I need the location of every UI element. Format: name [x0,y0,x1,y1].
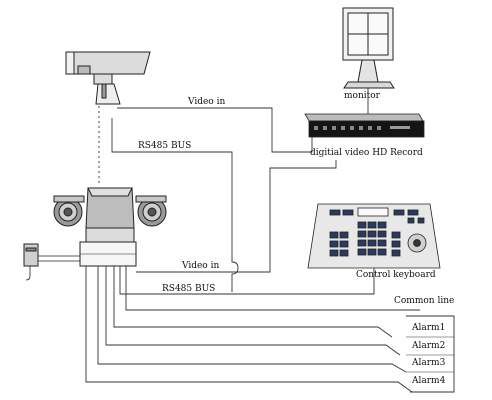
rs485-top-label: RS485 BUS [138,141,192,151]
alarm3-line [97,266,407,373]
video-in-top-line [117,107,313,153]
alarm1-label: Alarm1 [412,323,446,333]
dvr-label: digitial video HD Record [310,148,423,158]
ptz-camera-unit-icon [53,187,167,267]
alarm4-label: Alarm4 [412,376,446,386]
alarm3-label: Alarm3 [412,358,446,368]
power-adapter-icon [23,243,80,281]
alarm1-line [113,266,393,338]
alarm2-line [105,266,401,356]
common-line-label: Common line [394,296,455,306]
video-in-top-label: Video in [188,97,226,107]
rs485-top-line [111,118,239,292]
connection-lines [85,88,455,393]
video-in-bottom-line [136,160,337,273]
monitor-icon [342,7,395,89]
control-keyboard-label: Control keyboard [356,270,436,280]
common-line [125,266,420,311]
video-in-bottom-label: Video in [182,261,220,271]
alarm-terminal-bracket [406,315,455,393]
rs485-bottom-label: RS485 BUS [162,284,216,294]
top-camera-icon [65,51,151,105]
control-keyboard-icon [307,203,441,269]
rs485-bottom-line [119,266,375,295]
alarm2-label: Alarm2 [412,341,446,351]
dvr-device-icon [304,113,425,138]
monitor-label: monitor [344,91,380,101]
alarm4-line [85,266,413,393]
